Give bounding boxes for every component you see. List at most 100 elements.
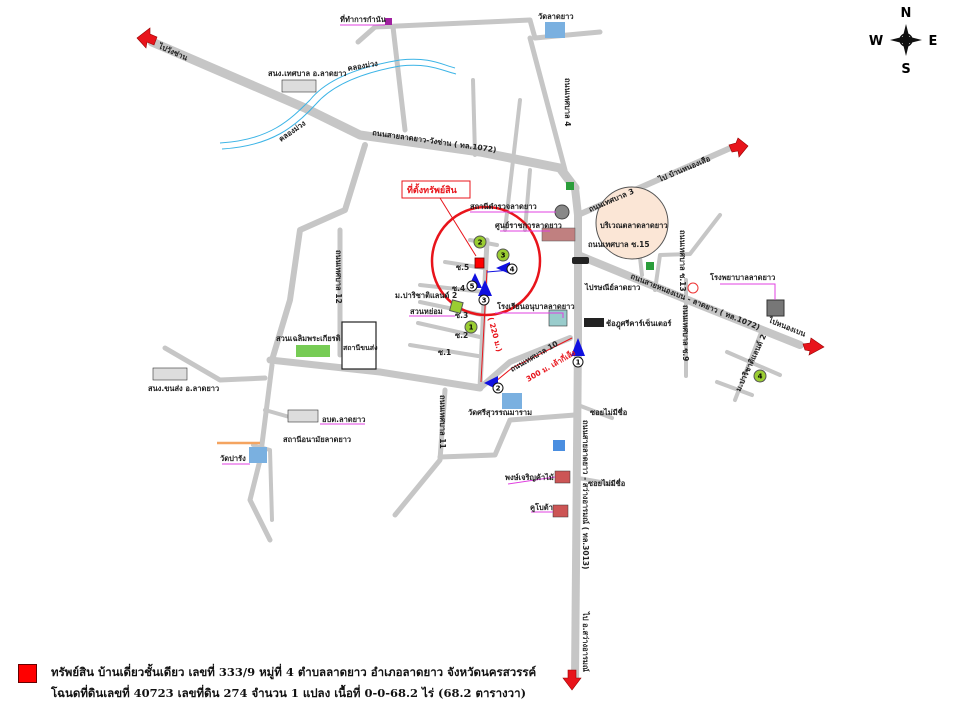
- route-marker-1: 1: [571, 338, 585, 368]
- road-sw3: [251, 443, 274, 522]
- road-1072-east: [574, 251, 804, 349]
- road-muni-11: [392, 387, 448, 518]
- property-radius-circle: [430, 205, 542, 317]
- label-soi-1: ซ.1: [438, 348, 451, 357]
- svg-text:2: 2: [496, 385, 501, 393]
- label-tao: อบต.ลาดยาว: [322, 415, 365, 424]
- road-sw: [247, 362, 275, 543]
- kubota-icon: [552, 504, 569, 518]
- label-school: โรงเรียนอนุบาลลาดยาว: [496, 301, 575, 311]
- suan-hom-park: [449, 299, 464, 314]
- road-pracha-e2: [725, 350, 782, 377]
- road-3013: [571, 184, 582, 684]
- labels: ที่ตั้งทรัพย์สิน ไปวังซ่าน ที่ทำการกำนัน…: [148, 12, 808, 672]
- label-road-3013: ถนนสายลาดยาว - สว่างอารมณ์ ( ทล.3013): [581, 420, 590, 569]
- label-kubota: คูโบต้า: [530, 502, 553, 513]
- school-icon: [548, 309, 568, 327]
- transport-office-icon: [152, 367, 188, 381]
- hospital-icon: [766, 299, 785, 317]
- market-area: [595, 186, 669, 260]
- svg-text:3: 3: [482, 297, 487, 305]
- traffic-light-icon: [572, 257, 589, 264]
- label-distance-220: ( 220 ม.): [486, 316, 504, 353]
- label-wood-shop: พงษ์เจริญค้าไม้: [505, 472, 554, 482]
- road-n-spur1: [471, 78, 477, 157]
- arrow-to-nong-suea[interactable]: [728, 137, 749, 158]
- label-canal-2: คลองม่วง: [277, 119, 308, 144]
- label-soi-noname-2: ซอยไม่มีชื่อ: [588, 477, 625, 488]
- label-to-sawang: ไป อ.สว่างอารมณ์: [581, 611, 591, 672]
- label-soi-4: ซ.4: [452, 284, 465, 293]
- label-ind-center: ช้อฎุศรีคาร์เซ็นเตอร์: [606, 318, 672, 329]
- route-marker-2: 2: [484, 376, 504, 394]
- label-bus: สถานีขนส่ง: [343, 344, 378, 352]
- label-muni-11: ถนนเทศบาล 11: [438, 395, 447, 449]
- arrow-to-wang-san[interactable]: [136, 27, 158, 49]
- svg-text:3: 3: [501, 252, 506, 260]
- label-to-wang-san: ไปวังซ่าน: [156, 40, 190, 62]
- label-kamnan: ที่ทำการกำนัน: [340, 13, 387, 24]
- tao-icon: [287, 409, 319, 423]
- label-suan-hom: สวนหย่อม: [410, 307, 443, 316]
- label-hospital: โรงพยาบาลลาดยาว: [709, 272, 775, 282]
- svg-text:1: 1: [469, 324, 474, 332]
- label-police: สถานีตำรวจลาดยาว: [470, 202, 537, 211]
- svg-text:1: 1: [576, 359, 581, 367]
- label-soi-5: ซ.5: [456, 263, 469, 272]
- landmark-3: 3: [496, 248, 510, 262]
- svg-text:2: 2: [478, 239, 483, 247]
- road-n-spur2: [503, 98, 522, 232]
- label-soi-2: ซ.2: [455, 331, 468, 340]
- label-soi-3: ซ.3: [455, 311, 468, 320]
- seven-eleven-icon: [566, 182, 574, 190]
- landmark-2: 2: [473, 235, 487, 249]
- health-icon: [553, 440, 565, 451]
- road-soi-noname-1: [576, 403, 614, 420]
- svg-text:4: 4: [758, 373, 763, 381]
- label-mu-pracha: ม.ปาริชาติแลนด์ 2: [395, 291, 457, 300]
- label-muni-12: ถนนเทศบาล 12: [334, 250, 343, 304]
- label-transport-office: สนง.ขนส่ง อ.ลาดยาว: [148, 384, 219, 393]
- wat-sri-icon: [502, 393, 522, 409]
- label-wat-lat-yao: วัดลาดยาว: [538, 12, 574, 21]
- label-wat-bari: วัดปารัง: [220, 454, 246, 463]
- compass-w: W: [869, 34, 883, 49]
- compass-n: N: [901, 6, 912, 21]
- landmark-4: 4: [753, 369, 767, 383]
- wat-lat-yao-icon: [545, 22, 565, 38]
- arrow-to-sawang[interactable]: [562, 669, 582, 691]
- legend: ทรัพย์สิน บ้านเดี่ยวชั้นเดียว เลขที่ 333…: [18, 662, 536, 704]
- direction-arrows: [136, 27, 825, 691]
- compass-s: S: [901, 62, 910, 77]
- road-1072-west: [147, 37, 580, 193]
- route-marker-5: 5: [466, 273, 482, 292]
- road-n-spur3: [523, 168, 532, 232]
- gov-center-icon: [541, 227, 576, 242]
- seven-eleven-icon-2: [646, 262, 654, 270]
- label-post: ไปรษณีย์ลาดยาว: [584, 282, 640, 292]
- label-health: สถานีอนามัยลาดยาว: [283, 435, 351, 444]
- label-muni-15: ถนนเทศบาล ซ.15: [588, 240, 650, 249]
- police-icon: [554, 204, 570, 220]
- road-soi1: [408, 343, 480, 358]
- property-marker[interactable]: [474, 257, 485, 269]
- roads: [147, 17, 804, 684]
- road-soi2: [416, 321, 482, 339]
- route-marker-4: 4: [496, 262, 518, 275]
- wood-shop-icon: [554, 470, 571, 484]
- gas-station-icon: [687, 282, 699, 294]
- ind-center-icon: [584, 318, 604, 327]
- place-icons: [152, 18, 785, 518]
- arrow-to-nong-ben[interactable]: [802, 337, 825, 356]
- road-north-2: [390, 24, 408, 133]
- compass: N S W E: [869, 6, 938, 77]
- label-muni-s13: ถนนเทศบาล ซ.13: [678, 230, 687, 292]
- road-west-vert: [269, 142, 368, 363]
- svg-text:5: 5: [470, 283, 475, 291]
- park-icon: [296, 345, 330, 357]
- municipality-building-icon: [281, 79, 317, 93]
- property-label: ที่ตั้งทรัพย์สิน: [407, 183, 458, 196]
- leader-lines: [222, 24, 776, 513]
- bus-station-building: [341, 321, 377, 370]
